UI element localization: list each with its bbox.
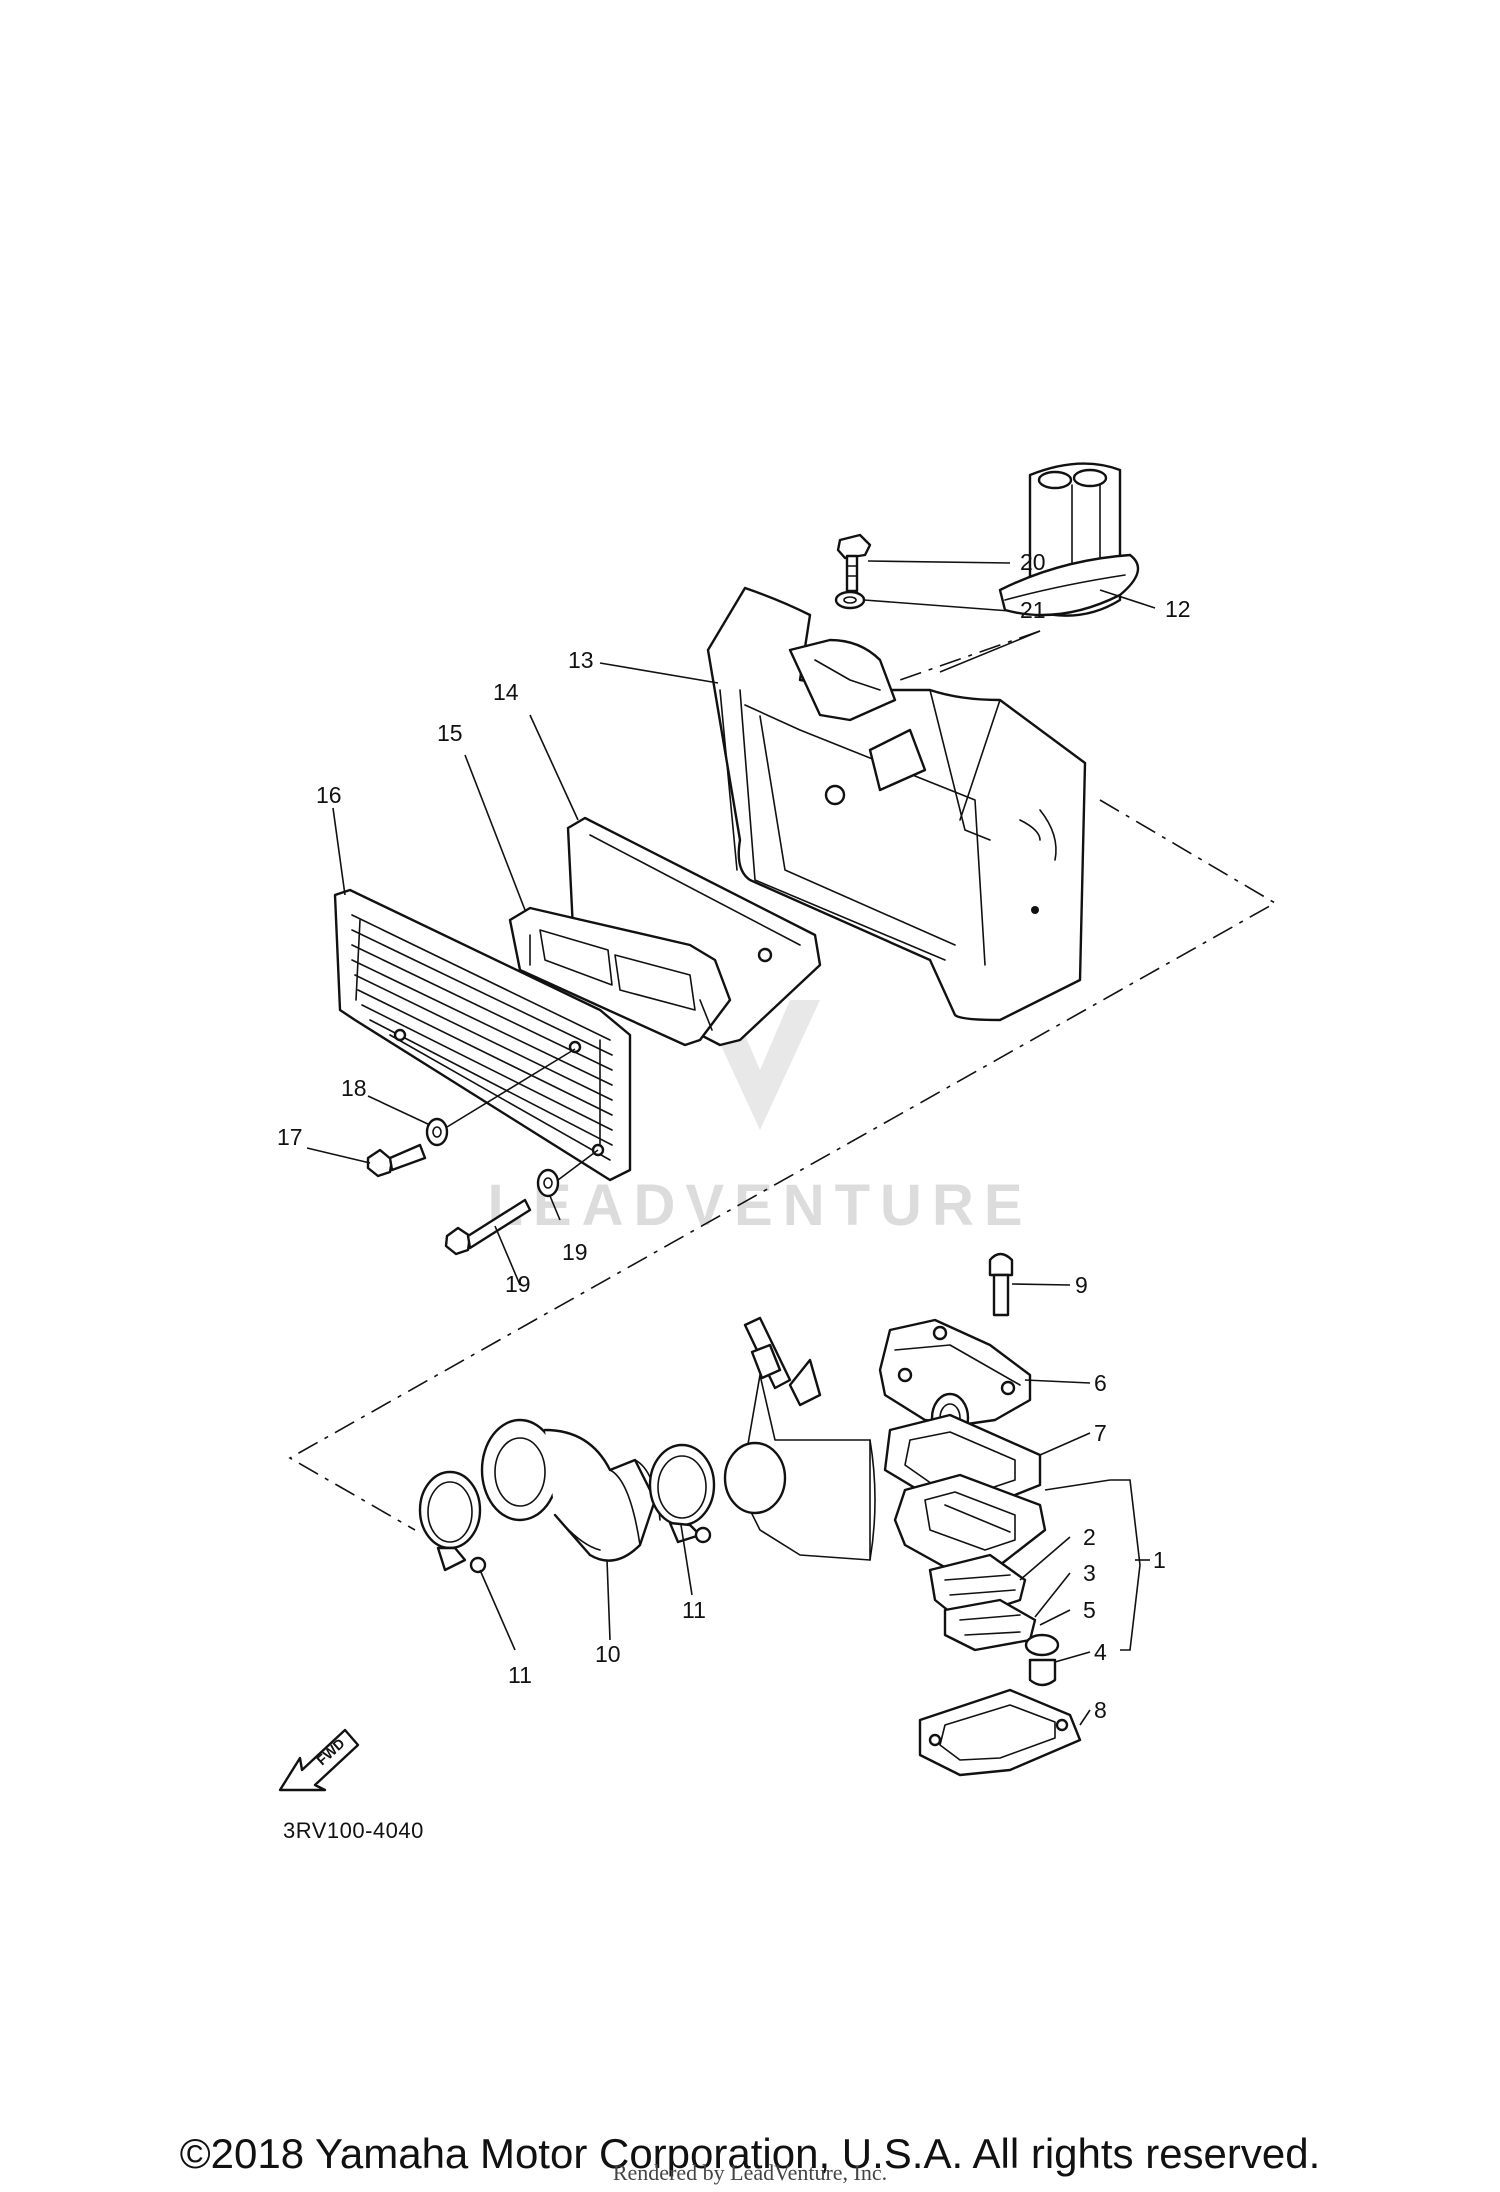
part-22-washer (834, 590, 866, 610)
part-18-washer (425, 1117, 449, 1147)
callout-7: 7 (1094, 1420, 1107, 1446)
callout-1: 1 (1153, 1547, 1166, 1573)
callout-3: 3 (1083, 1560, 1096, 1586)
assembly-reference-lines (288, 630, 1277, 1531)
part-10-intake-boot (480, 1418, 661, 1562)
part-5-reed-stopper (943, 1598, 1037, 1652)
cover-fastener-leaders (446, 1048, 599, 1181)
callout-11-right: 11 (682, 1597, 706, 1623)
part-12-intake-duct (998, 462, 1140, 617)
callout-11-left: 11 (508, 1662, 532, 1688)
callout-5: 5 (1083, 1597, 1096, 1623)
leadventure-watermark: LEADVENTURE (487, 915, 1032, 1238)
callout-12: 12 (1165, 596, 1191, 622)
rendered-by-notice: Rendered by LeadVenture, Inc. (612, 2160, 888, 2185)
callout-21: 20 (1020, 549, 1046, 575)
diagram-code: 3RV100-4040 (283, 1818, 424, 1843)
callout-8: 8 (1094, 1697, 1107, 1723)
part-13-air-box (706, 586, 1087, 1022)
part-8-gasket (918, 1688, 1082, 1777)
part-11-clamp-right (648, 1443, 716, 1544)
callout-14: 14 (493, 679, 519, 705)
part-4-screw (1024, 1633, 1060, 1687)
part-15-filter-frame (508, 906, 732, 1047)
part-11-clamp-left (418, 1470, 487, 1574)
callout-16: 16 (316, 782, 342, 808)
part-16-filter-cover (333, 888, 632, 1182)
callout-15: 15 (437, 720, 463, 746)
watermark-text: LEADVENTURE (487, 1173, 1032, 1238)
part-19-long-bolt (444, 1198, 532, 1256)
part-21-bolt (836, 533, 872, 593)
callout-6: 6 (1094, 1370, 1107, 1396)
callout-20-number: 19 (562, 1239, 588, 1265)
callout-13: 13 (568, 647, 594, 673)
callout-leaders (306, 560, 1156, 1726)
callout-17: 17 (277, 1124, 303, 1150)
callout-10: 10 (595, 1641, 621, 1667)
part-9-bolt (988, 1252, 1014, 1317)
callout-2: 2 (1083, 1524, 1096, 1550)
callout-9: 9 (1075, 1272, 1088, 1298)
callout-19: 19 (505, 1271, 531, 1297)
part-17-bolt (366, 1143, 427, 1178)
part-20-washer (536, 1168, 560, 1198)
callout-numbers: 20 21 12 13 14 15 16 18 17 19 20 19 9 6 … (277, 549, 1191, 1723)
callout-22: 21 (1020, 597, 1046, 623)
callout-18: 18 (341, 1075, 367, 1101)
callout-4: 4 (1094, 1639, 1107, 1665)
fwd-arrow-icon: FWD (278, 1728, 360, 1792)
part-2-reed-block (893, 1473, 1047, 1572)
carburetor-reference (723, 1316, 876, 1561)
copyright-notice: ©2018 Yamaha Motor Corporation, U.S.A. A… (179, 2130, 1321, 2177)
